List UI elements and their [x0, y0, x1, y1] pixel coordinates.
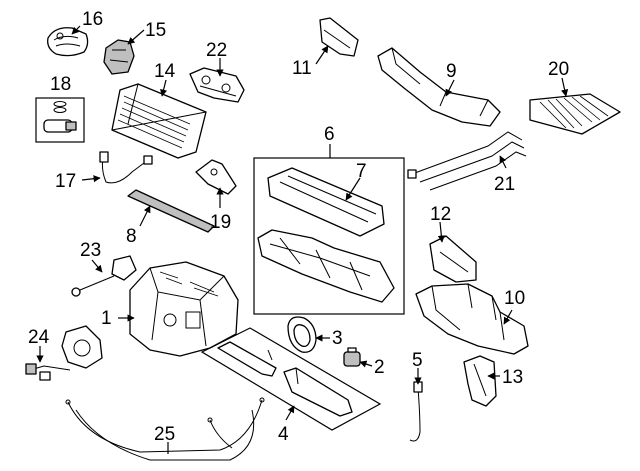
leader-15 [127, 29, 145, 45]
part-11-bracket [319, 17, 359, 57]
part-2-actuator [343, 347, 361, 367]
callout-3: 3 [332, 328, 343, 349]
callout-11: 11 [292, 58, 312, 79]
part-19-sensor [195, 159, 237, 195]
leader-23 [91, 259, 103, 273]
part-5-drain-hose [409, 381, 423, 442]
callout-23: 23 [80, 240, 101, 261]
callout-24: 24 [28, 327, 50, 348]
part-6-box [253, 157, 405, 315]
leader-4 [285, 405, 295, 421]
part-7-upper-housing [267, 167, 385, 237]
leader-20 [561, 77, 569, 97]
part-23-sensor [71, 255, 137, 297]
callout-16: 16 [82, 9, 103, 30]
callout-18: 18 [50, 74, 71, 95]
part-8-seal-strip [127, 189, 215, 233]
part-17-hose [99, 151, 153, 184]
leader-2 [359, 360, 373, 368]
part-12-duct [429, 235, 477, 283]
part-15-bracket [103, 39, 135, 75]
callout-6: 6 [324, 124, 335, 145]
part-10-duct [415, 283, 529, 355]
part-16-bracket [47, 27, 89, 57]
callout-7: 7 [356, 161, 367, 182]
part-4-box [200, 327, 382, 431]
callout-13: 13 [502, 367, 523, 388]
callout-20: 20 [548, 59, 569, 80]
leader-10 [503, 309, 513, 325]
leader-11 [315, 45, 329, 65]
part-1-hvac-housing [129, 261, 239, 357]
part-4-ducts [217, 341, 353, 417]
leader-17 [81, 175, 101, 183]
callout-4: 4 [278, 424, 289, 445]
part-13-elbow [463, 355, 497, 407]
callout-12: 12 [430, 204, 451, 225]
callout-10: 10 [504, 288, 525, 309]
callout-14: 14 [154, 61, 176, 82]
callout-17: 17 [55, 171, 76, 192]
part-24-blower-motor [25, 325, 103, 381]
part-18-box [35, 97, 85, 143]
leader-7 [345, 177, 361, 201]
callout-15: 15 [145, 20, 166, 41]
callout-5: 5 [412, 350, 423, 371]
leader-16 [71, 25, 81, 35]
part-3-gasket [287, 316, 317, 353]
part-22-valve-block [189, 67, 245, 103]
callout-19: 19 [210, 212, 231, 233]
part-20-cabin-filter [529, 93, 621, 135]
part-6-lower-housing [257, 229, 395, 303]
callout-25: 25 [154, 424, 175, 445]
leader-21 [499, 155, 507, 169]
callout-21: 21 [494, 174, 515, 195]
part-18-expansion-valve [43, 101, 77, 133]
callout-1: 1 [101, 308, 112, 329]
part-25-cables [65, 397, 265, 461]
leader-14 [160, 79, 168, 97]
callout-8: 8 [126, 226, 137, 247]
callout-9: 9 [446, 61, 457, 82]
leader-9 [445, 79, 455, 97]
leader-12 [437, 221, 445, 243]
callout-2: 2 [374, 357, 385, 378]
part-9-duct [377, 47, 501, 127]
part-14-core [111, 83, 207, 159]
callout-22: 22 [206, 40, 227, 61]
leader-8 [139, 205, 151, 227]
